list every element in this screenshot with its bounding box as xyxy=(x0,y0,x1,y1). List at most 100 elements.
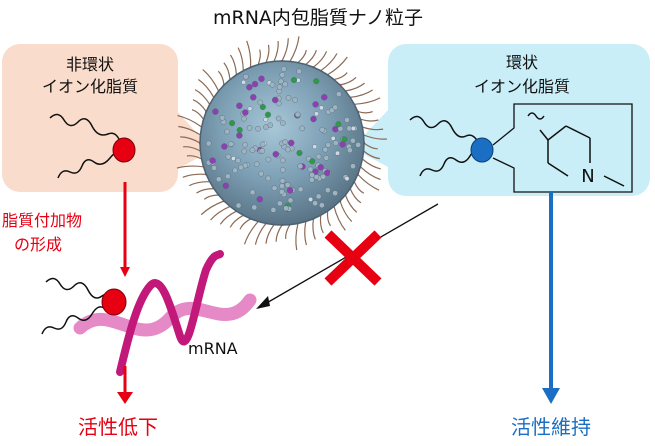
lipid-bead xyxy=(235,157,241,164)
peg-chain xyxy=(353,181,365,194)
peg-chain xyxy=(229,214,244,228)
lipid-bead xyxy=(285,95,292,101)
title: mRNA内包脂質ナノ粒子 xyxy=(213,7,423,29)
lipid-bead xyxy=(319,202,325,208)
cyclic-lipid-tail-upper xyxy=(409,115,481,147)
lipid-bead xyxy=(265,111,272,118)
peg-chain xyxy=(200,200,225,216)
lipid-bead xyxy=(259,141,266,148)
peg-chain xyxy=(362,126,384,131)
peg-chain xyxy=(182,173,207,178)
lipid-bead xyxy=(322,146,329,153)
lipid-bead xyxy=(296,68,302,75)
lipid-bead xyxy=(347,147,353,153)
nitrogen-symbol: N xyxy=(581,166,594,187)
lipid-bead xyxy=(280,66,287,72)
peg-chain xyxy=(305,50,317,65)
lipid-bead xyxy=(325,142,331,148)
peg-chain xyxy=(210,205,231,221)
peg-chain xyxy=(176,165,204,169)
lipid-bead xyxy=(205,140,212,147)
lipid-bead xyxy=(215,176,222,182)
lipid-bead xyxy=(296,149,303,156)
lipid-bead xyxy=(318,105,324,111)
lipid-bead xyxy=(294,111,301,118)
lipid-bead xyxy=(308,196,313,202)
lipid-bead xyxy=(279,183,285,189)
lipid-bead xyxy=(243,73,249,80)
x-mark-icon xyxy=(324,230,382,286)
lipid-bead xyxy=(241,79,247,85)
lipid-bead xyxy=(271,185,278,191)
peg-chain xyxy=(285,224,291,239)
peg-chain xyxy=(243,221,259,245)
lipid-bead xyxy=(257,99,264,106)
lipid-bead xyxy=(282,81,289,88)
no-adduct-arrowhead xyxy=(256,296,270,309)
peg-chain xyxy=(320,53,338,72)
lipid-bead xyxy=(284,182,291,188)
result-right: 活性維持 xyxy=(511,415,591,439)
peg-chain xyxy=(191,109,204,120)
lipid-bead xyxy=(219,115,226,121)
peg-chain xyxy=(297,49,307,64)
mrna-strand-dark xyxy=(116,250,224,376)
peg-chain xyxy=(265,224,275,244)
peg-chain xyxy=(327,56,348,76)
lipid-bead xyxy=(279,72,286,78)
peg-chain xyxy=(194,89,211,105)
peg-chain xyxy=(203,194,219,200)
cyclic-lipid-tail-lower xyxy=(419,149,483,177)
lipid-bead xyxy=(297,163,304,169)
peg-chain xyxy=(304,221,307,246)
lipid-bead xyxy=(350,126,356,131)
adduct-lipid-tail-lower xyxy=(41,306,105,335)
peg-chain xyxy=(357,111,373,114)
lipid-bead xyxy=(350,163,356,169)
lipid-bead xyxy=(251,204,258,211)
peg-chain xyxy=(363,142,378,150)
peg-chain xyxy=(217,70,225,86)
lipid-bead xyxy=(272,96,279,104)
piperidine-structure xyxy=(527,112,625,187)
result-left: 活性低下 xyxy=(78,415,158,439)
lipid-bead xyxy=(324,187,331,193)
lipid-bead xyxy=(230,156,236,161)
peg-chain xyxy=(265,44,270,63)
lipid-bead xyxy=(251,80,259,88)
lipid-bead xyxy=(246,83,253,91)
peg-chain xyxy=(254,223,267,245)
lipid-bead xyxy=(299,125,306,132)
lipid-bead xyxy=(279,177,286,184)
lipid-bead xyxy=(276,84,283,90)
peg-chain xyxy=(281,38,289,62)
peg-chain xyxy=(192,99,207,112)
lipid-bead xyxy=(335,121,342,128)
peg-chain xyxy=(344,194,358,213)
peg-chain xyxy=(349,188,362,204)
lipid-bead xyxy=(312,144,318,150)
peg-chain xyxy=(196,188,214,194)
peg-chain xyxy=(312,218,316,240)
lipid-bead xyxy=(339,141,346,148)
lipid-bead xyxy=(297,186,304,193)
lipid-bead xyxy=(332,140,339,146)
peg-chain xyxy=(326,211,332,227)
cyclic-label-line2: イオン化脂質 xyxy=(474,77,570,96)
lipid-bead xyxy=(319,126,326,133)
lipid-bead xyxy=(287,197,294,204)
lipid-bead xyxy=(236,102,243,110)
lipid-bead xyxy=(335,91,342,97)
lipid-bead xyxy=(212,108,219,115)
lipid-bead xyxy=(286,187,294,194)
mrna-label: mRNA xyxy=(188,339,238,358)
peg-chain xyxy=(360,166,381,181)
lipid-bead xyxy=(312,200,318,206)
lipid-bead xyxy=(308,176,315,183)
lipid-bead xyxy=(275,115,282,122)
lipid-bead xyxy=(224,128,230,135)
lipid-bead xyxy=(313,78,320,85)
lipid-bead xyxy=(279,157,286,164)
lipid-bead xyxy=(284,146,291,153)
peg-chain xyxy=(333,72,348,81)
